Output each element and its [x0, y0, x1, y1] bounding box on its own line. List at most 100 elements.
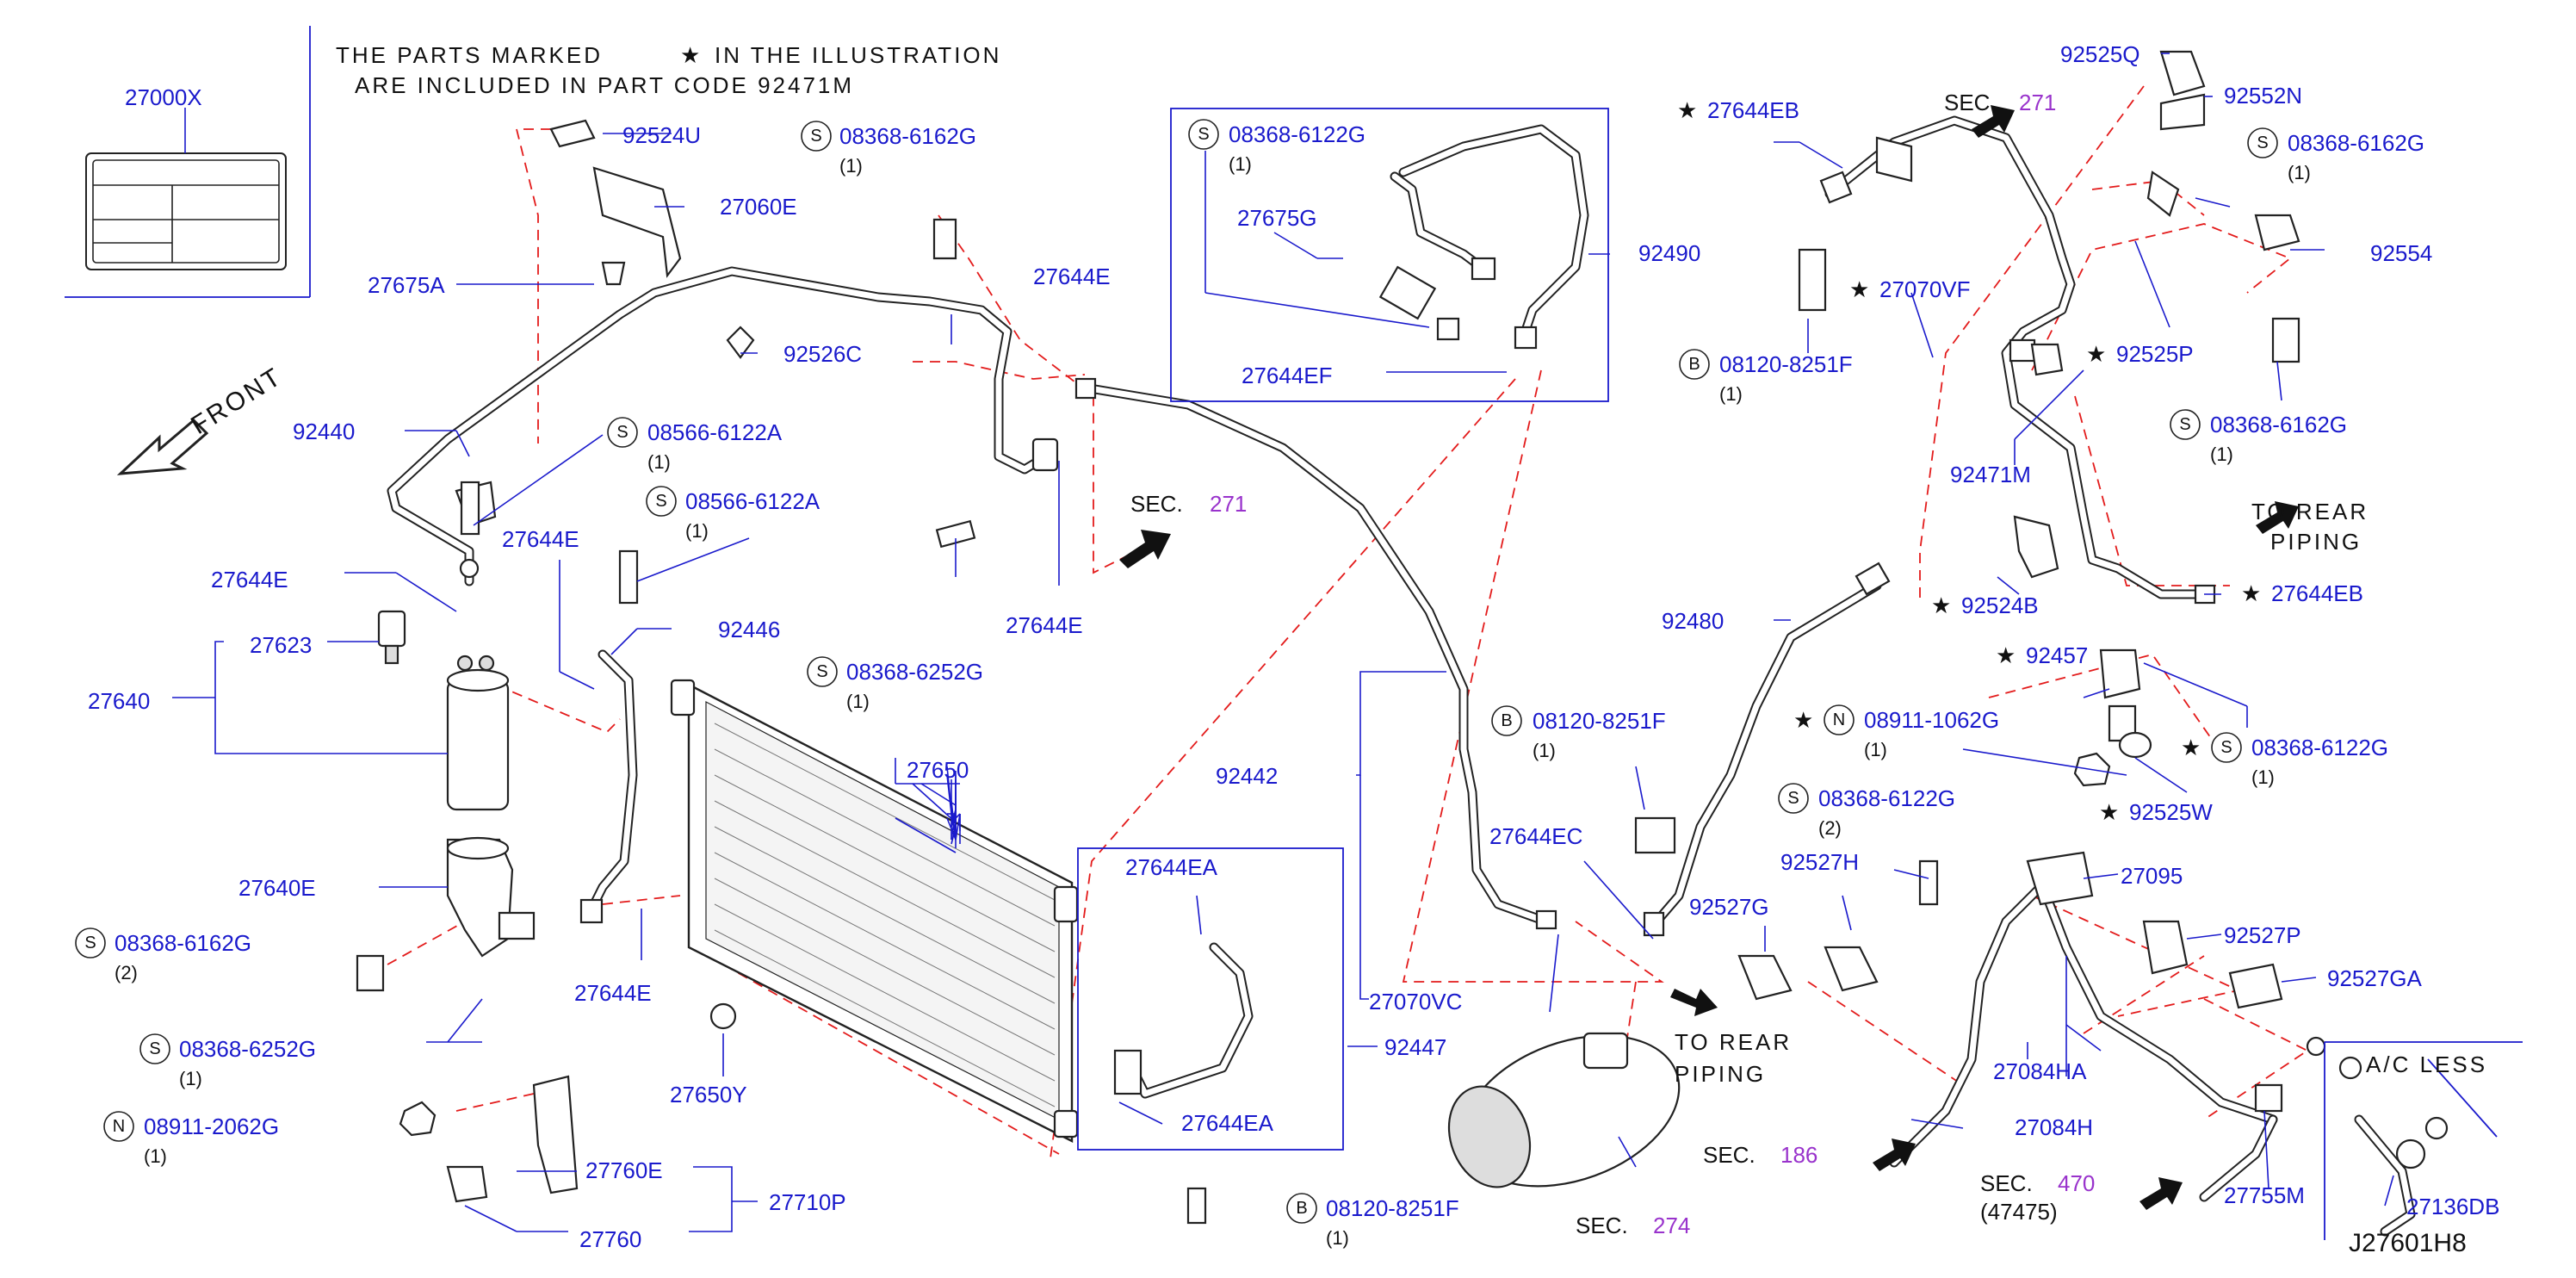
- fastener-code: 08368-6162G: [115, 930, 251, 956]
- label-27623: 27623: [250, 632, 312, 658]
- fastener-code: 08566-6122A: [685, 488, 820, 514]
- pipe-92447: [1113, 942, 1254, 1099]
- fastener-symbol-letter: S: [810, 127, 821, 146]
- label-27644e-e: 27644E: [574, 980, 652, 1006]
- frame-27000x: [65, 26, 311, 298]
- star-icon: ★: [2099, 799, 2119, 825]
- label-92480: 92480: [1662, 608, 1724, 634]
- label-92524u: 92524U: [622, 122, 701, 148]
- section-prefix: SEC.: [1130, 491, 1183, 517]
- fastener-f1: S 08368-6162G (1): [801, 121, 976, 177]
- label-92527ga: 92527GA: [2327, 965, 2423, 991]
- section-sub: (47475): [1980, 1199, 2058, 1225]
- label-27644ea-a: 27644EA: [1125, 854, 1218, 880]
- fastener-code: 08120-8251F: [1719, 351, 1853, 377]
- fastener-code: 08368-6162G: [2210, 412, 2347, 437]
- label-92525w: 92525W: [2129, 799, 2213, 825]
- section-number: 186: [1780, 1142, 1817, 1168]
- label-27640: 27640: [88, 688, 150, 714]
- diagram-code: J27601H8: [2349, 1229, 2467, 1257]
- fastener-qty: (1): [144, 1145, 167, 1167]
- label-27070vf: 27070VF: [1879, 276, 1971, 302]
- label-92527p: 92527P: [2224, 922, 2301, 948]
- fastener-f10: B 08120-8251F (1): [1286, 1193, 1459, 1249]
- label-27640e: 27640E: [238, 875, 316, 901]
- pipe-92446: [579, 649, 638, 924]
- pipe-92471m: [1824, 115, 2216, 605]
- fastener-symbol-letter: N: [113, 1117, 125, 1136]
- star-icon: ★: [2086, 341, 2106, 367]
- fastener-qty: (1): [179, 1068, 202, 1089]
- fastener-f8: S 08368-6122G (1): [1188, 119, 1365, 175]
- section-ref-186: SEC. 186: [1703, 1142, 1817, 1168]
- fastener-symbol-letter: S: [149, 1039, 160, 1058]
- box-92447: [1077, 847, 1344, 1151]
- label-92446: 92446: [718, 617, 780, 642]
- pressure-switch-27623: [377, 610, 406, 665]
- pipe-92490: [1390, 124, 1589, 350]
- front-label: FRONT: [186, 362, 288, 440]
- label-27644ef: 27644EF: [1242, 363, 1333, 388]
- fastener-symbol-letter: S: [655, 492, 666, 511]
- section-ref-470: SEC. 470 (47475): [1980, 1170, 2095, 1225]
- label-27644e-d: 27644E: [1006, 612, 1083, 638]
- fastener-symbol-letter: B: [1688, 355, 1700, 374]
- compressor: [1447, 1032, 1681, 1188]
- pipe-92442: [1074, 377, 1557, 930]
- label-27675a: 27675A: [368, 272, 445, 298]
- to-rear-piping-a: TO REAR PIPING: [1675, 1029, 1792, 1087]
- label-27644e-b: 27644E: [502, 526, 579, 552]
- fastener-f6: S 08368-6252G (1): [139, 1033, 316, 1089]
- condenser-27650: [670, 679, 1079, 1143]
- label-27644e-c: 27644E: [211, 567, 288, 592]
- fastener-qty: (1): [1326, 1227, 1349, 1249]
- small-parts: [356, 50, 2449, 1225]
- note-line2: ARE INCLUDED IN PART CODE 92471M: [355, 72, 854, 98]
- star-icon: ★: [680, 42, 700, 68]
- pipe-92440: [387, 266, 1051, 586]
- label-92525q: 92525Q: [2060, 41, 2140, 67]
- fastener-qty: (1): [1719, 383, 1743, 405]
- label-27650y: 27650Y: [670, 1082, 747, 1107]
- fastener-qty: (1): [2288, 162, 2311, 183]
- section-number: 274: [1653, 1213, 1690, 1238]
- fastener-code: 08368-6252G: [179, 1036, 316, 1062]
- fastener-code: 08911-1062G: [1864, 707, 1999, 733]
- pipe-92480: [1643, 561, 1891, 937]
- fastener-code: 08368-6122G: [2251, 735, 2388, 760]
- section-ref-274: SEC. 274: [1576, 1213, 1690, 1238]
- fastener-f5: S 08368-6162G (2): [75, 927, 251, 983]
- section-number: 470: [2058, 1170, 2095, 1196]
- section-prefix: SEC.: [1944, 90, 1997, 115]
- fastener-symbol-letter: S: [84, 934, 96, 952]
- fastener-f15: ★ S 08368-6122G (1): [2181, 732, 2388, 788]
- to-rear-line1: TO REAR: [1675, 1029, 1792, 1055]
- fastener-f13: S 08368-6162G (1): [2170, 409, 2347, 465]
- fastener-symbol-letter: S: [2179, 415, 2190, 434]
- fastener-f14: ★ N 08911-1062G (1): [1793, 704, 1999, 760]
- fastener-qty: (1): [839, 155, 863, 177]
- star-icon: ★: [1931, 592, 1951, 618]
- fastener-qty: (1): [846, 691, 870, 712]
- fastener-code: 08120-8251F: [1326, 1195, 1459, 1221]
- section-number: 271: [1210, 491, 1247, 517]
- label-92447: 92447: [1384, 1034, 1446, 1060]
- label-27644eb-a: 27644EB: [1707, 97, 1799, 123]
- fastener-f3: S 08566-6122A (1): [646, 486, 820, 542]
- section-prefix: SEC.: [1980, 1170, 2033, 1196]
- label-27644e-a: 27644E: [1033, 264, 1111, 289]
- label-27136db: 27136DB: [2406, 1194, 2499, 1219]
- hose-27084h: [1889, 882, 2278, 1202]
- label-27675g: 27675G: [1237, 205, 1317, 231]
- label-92442: 92442: [1216, 763, 1278, 789]
- fastener-symbol-letter: S: [2220, 738, 2232, 757]
- star-icon: ★: [1677, 97, 1697, 123]
- section-prefix: SEC.: [1703, 1142, 1756, 1168]
- fastener-symbol-letter: S: [616, 423, 628, 442]
- fastener-symbol-letter: S: [2257, 133, 2268, 152]
- fastener-code: 08368-6122G: [1229, 121, 1365, 147]
- label-27644eb-b: 27644EB: [2271, 580, 2363, 606]
- fastener-f7: N 08911-2062G (1): [103, 1111, 279, 1167]
- label-27650: 27650: [907, 757, 969, 783]
- label-27095: 27095: [2121, 863, 2183, 889]
